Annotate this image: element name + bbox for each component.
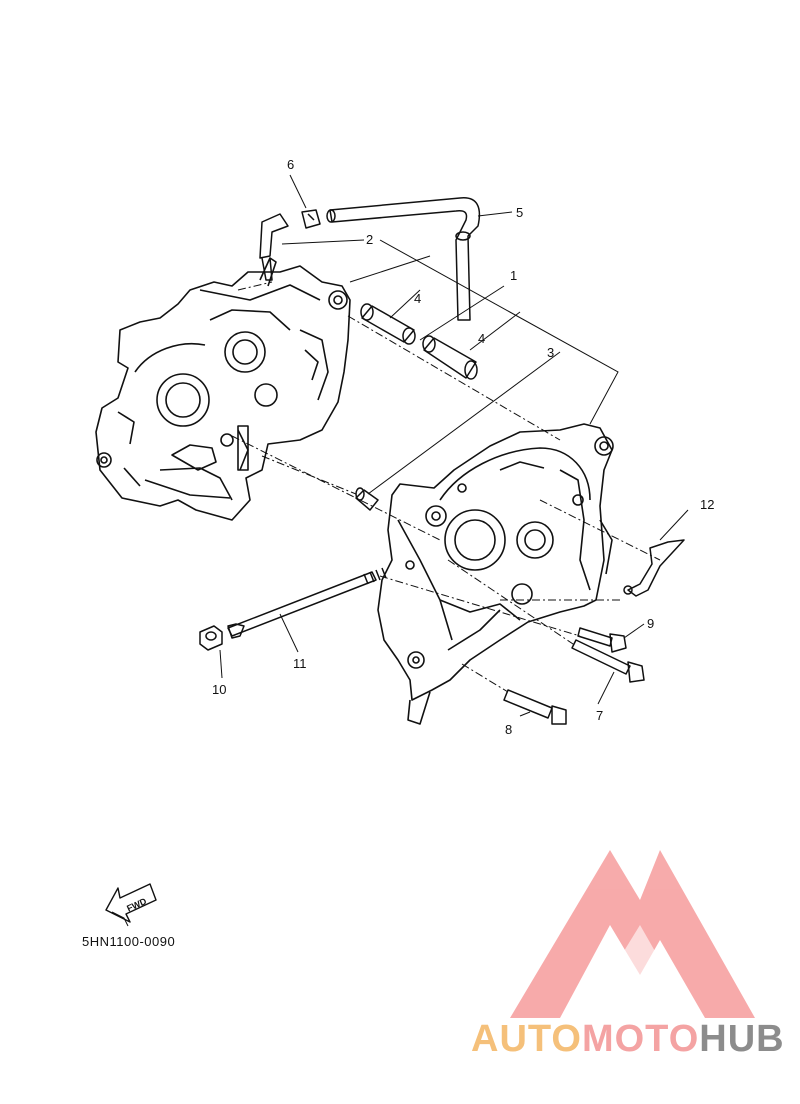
part-label-4b: 4 bbox=[478, 331, 485, 346]
bolt-part-8 bbox=[503, 689, 567, 725]
part-label-5: 5 bbox=[516, 205, 523, 220]
stud-bolt-part-11 bbox=[227, 567, 387, 639]
part-label-7: 7 bbox=[596, 708, 603, 723]
bolt-part-9 bbox=[577, 627, 627, 653]
part-label-3: 3 bbox=[547, 345, 554, 360]
nut-part-10 bbox=[199, 625, 223, 651]
clip-part-6 bbox=[301, 209, 321, 229]
watermark-logo-icon bbox=[510, 850, 755, 1018]
part-label-4a: 4 bbox=[414, 291, 421, 306]
part-label-2: 2 bbox=[366, 232, 373, 247]
left-crankcase bbox=[95, 257, 351, 521]
brand-auto: AUTO bbox=[471, 1018, 582, 1060]
part-label-11: 11 bbox=[293, 656, 307, 671]
brand-moto: MOTO bbox=[581, 1018, 700, 1060]
part-label-9: 9 bbox=[647, 616, 654, 631]
breather-hose-part-5 bbox=[326, 197, 481, 321]
dowel-pin-part-4a bbox=[360, 303, 416, 345]
brand-hub: HUB bbox=[699, 1018, 785, 1060]
breather-elbow bbox=[259, 213, 289, 281]
part-label-6: 6 bbox=[287, 157, 294, 172]
dowel-pin-part-4b bbox=[422, 335, 478, 380]
drawing-code: 5HN1100-0090 bbox=[82, 934, 176, 949]
part-label-1: 1 bbox=[510, 268, 517, 283]
watermark-brand-text: AUTOMOTOHUB bbox=[471, 1018, 785, 1061]
dowel-part-3 bbox=[355, 487, 379, 511]
fwd-arrow-icon: FWD bbox=[105, 883, 157, 927]
part-label-12: 12 bbox=[700, 497, 714, 512]
part-labels: 1 2 3 4 4 5 6 7 8 9 10 11 12 bbox=[212, 157, 714, 737]
leader-lines bbox=[219, 174, 689, 717]
bolt-part-7 bbox=[571, 639, 645, 683]
bracket-part-12 bbox=[623, 539, 685, 597]
right-crankcase bbox=[377, 423, 614, 725]
part-label-8: 8 bbox=[505, 722, 512, 737]
part-label-10: 10 bbox=[212, 682, 226, 697]
